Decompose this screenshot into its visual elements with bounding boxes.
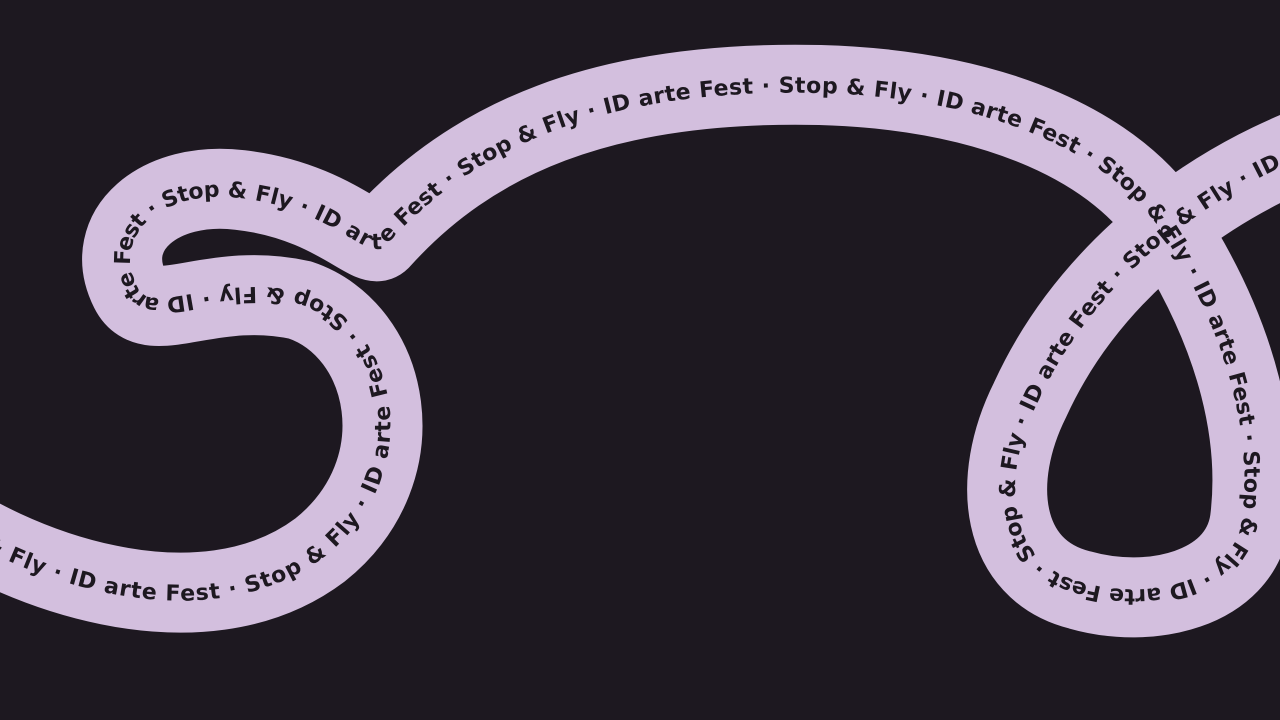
ribbon-text: Stop & Fly · ID arte Fest · Stop & Fly ·…	[0, 0, 1280, 608]
